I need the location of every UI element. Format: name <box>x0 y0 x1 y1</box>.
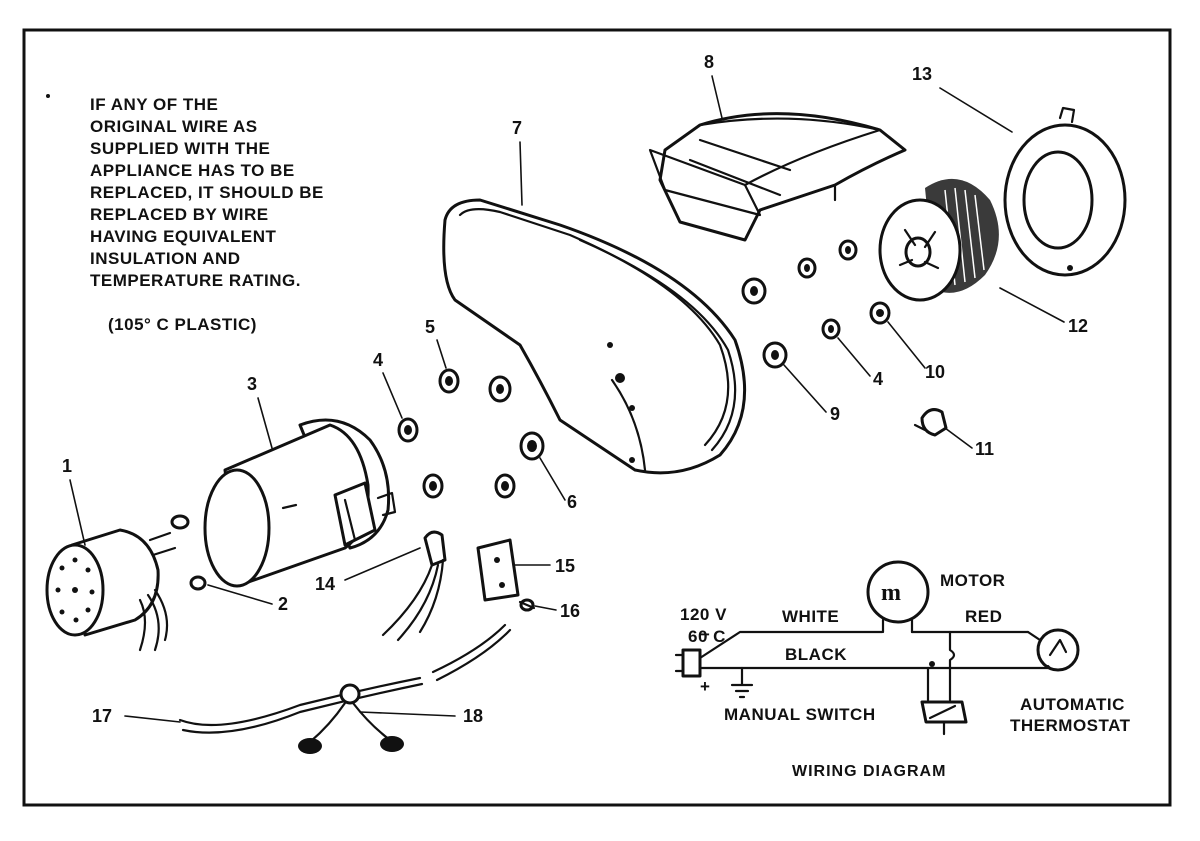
svg-text:7: 7 <box>512 118 522 138</box>
callout-15: 15 <box>514 556 575 576</box>
svg-text:4: 4 <box>373 350 383 370</box>
thermostat-label-line2: THERMOSTAT <box>1010 716 1131 735</box>
diagram-border <box>22 28 1172 807</box>
part-18-cord-clip <box>298 683 404 754</box>
plug-symbol <box>674 648 754 699</box>
svg-text:10: 10 <box>925 362 945 382</box>
part-13-ring <box>1003 106 1127 277</box>
callout-16: 16 <box>534 601 580 621</box>
minus-sign: − <box>700 625 710 644</box>
manual-switch-label: MANUAL SWITCH <box>724 705 876 724</box>
red-wire-label: RED <box>965 607 1002 626</box>
fasteners-right <box>741 239 948 437</box>
svg-text:14: 14 <box>315 574 335 594</box>
callout-13: 13 <box>912 64 1013 133</box>
part-16-screw <box>518 598 536 612</box>
callout-11: 11 <box>944 427 994 459</box>
svg-text:8: 8 <box>704 52 714 72</box>
svg-text:13: 13 <box>912 64 932 84</box>
callout-17: 17 <box>92 706 181 726</box>
svg-text:11: 11 <box>975 439 994 459</box>
callout-9: 9 <box>783 364 840 424</box>
motor-symbol: m <box>866 560 930 634</box>
callout-8: 8 <box>704 52 723 119</box>
svg-text:15: 15 <box>555 556 575 576</box>
voltage-label: 120 V <box>680 605 727 624</box>
callout-7: 7 <box>512 118 523 206</box>
note-line-9: TEMPERATURE RATING. <box>90 271 301 290</box>
note-line-6: REPLACED BY WIRE <box>90 205 269 224</box>
part-1-gear-motor <box>45 528 177 652</box>
note-line-1: IF ANY OF THE <box>90 95 218 114</box>
part-2-pins <box>170 514 207 591</box>
note-line-8: INSULATION AND <box>90 249 241 268</box>
manual-switch-symbol <box>920 630 968 736</box>
white-wire-label: WHITE <box>782 607 839 626</box>
motor-winding-symbol: m <box>881 580 901 606</box>
part-8-duct <box>648 112 907 242</box>
svg-text:17: 17 <box>92 706 112 726</box>
thermostat-symbol <box>1026 628 1080 672</box>
callout-6: 6 <box>539 457 577 512</box>
wiring-diagram-title: WIRING DIAGRAM <box>792 763 946 780</box>
callout-18: 18 <box>359 706 483 726</box>
callout-4-left: 4 <box>373 350 403 419</box>
black-wire-label: BLACK <box>785 645 847 664</box>
svg-text:12: 12 <box>1068 316 1088 336</box>
callout-2: 2 <box>207 584 288 614</box>
part-15-terminal-block <box>476 538 520 602</box>
svg-text:4: 4 <box>873 369 883 389</box>
note-line-2: ORIGINAL WIRE AS <box>90 117 258 136</box>
svg-text:1: 1 <box>62 456 72 476</box>
note-line-5: REPLACED, IT SHOULD BE <box>90 183 324 202</box>
callout-1: 1 <box>62 456 86 546</box>
svg-text:9: 9 <box>830 404 840 424</box>
svg-text:16: 16 <box>560 601 580 621</box>
note-line-7: HAVING EQUIVALENT <box>90 227 276 246</box>
thermostat-label-line1: AUTOMATIC <box>1020 695 1125 714</box>
svg-text:2: 2 <box>278 594 288 614</box>
callout-4-right: 4 <box>837 337 883 389</box>
note-line-3: SUPPLIED WITH THE <box>90 139 270 158</box>
callout-5: 5 <box>425 317 447 369</box>
callout-12: 12 <box>999 287 1088 336</box>
part-3-motor <box>203 418 397 588</box>
motor-label: MOTOR <box>940 571 1005 590</box>
fasteners-middle <box>397 368 545 499</box>
svg-text:3: 3 <box>247 374 257 394</box>
frequency-label: 60 C <box>688 627 726 646</box>
callout-10: 10 <box>887 321 945 382</box>
part-17-power-cord <box>178 623 512 734</box>
part-12-fan-wheel <box>878 178 999 302</box>
note-line-4: APPLIANCE HAS TO BE <box>90 161 295 180</box>
plus-sign: + <box>700 677 710 696</box>
note-spec: (105° C PLASTIC) <box>108 315 257 334</box>
svg-text:5: 5 <box>425 317 435 337</box>
callout-3: 3 <box>247 374 273 449</box>
part-7-blower-housing <box>442 198 747 475</box>
wiring-diagram: m 120 V 60 C − + WHITE RED BLACK M <box>674 560 1131 780</box>
callout-14: 14 <box>315 547 421 594</box>
svg-text:18: 18 <box>463 706 483 726</box>
svg-text:6: 6 <box>567 492 577 512</box>
part-14-switch <box>381 530 447 642</box>
wire-replacement-note: IF ANY OF THE ORIGINAL WIRE AS SUPPLIED … <box>46 94 324 334</box>
